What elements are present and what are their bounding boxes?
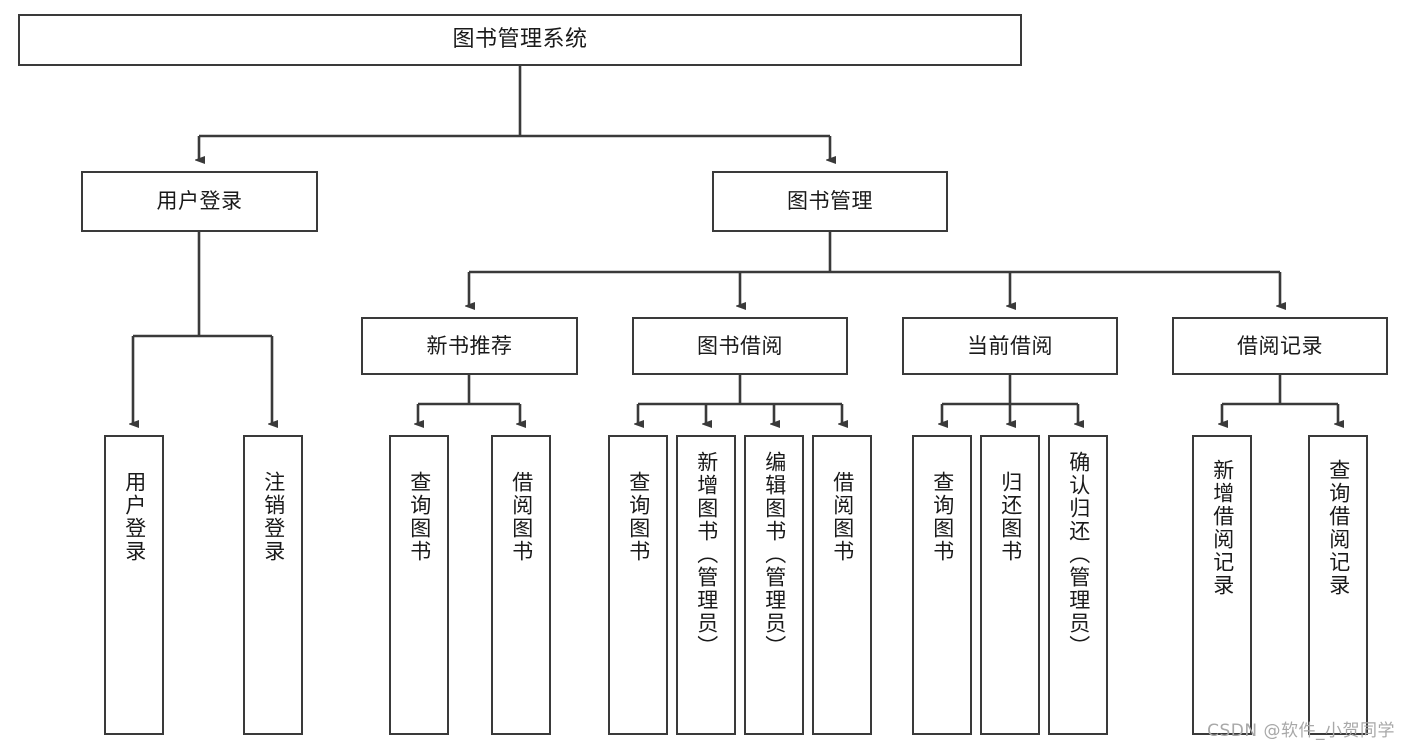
- node-leaf-query-borrow-record-label: 查询借阅记录: [1326, 459, 1351, 597]
- node-leaf-borrow-book-1[interactable]: 借阅图书: [491, 435, 551, 735]
- node-leaf-query-borrow-record[interactable]: 查询借阅记录: [1308, 435, 1368, 735]
- node-current-borrow-label: 当前借阅: [967, 333, 1053, 358]
- node-leaf-add-borrow-record-label: 新增借阅记录: [1210, 459, 1235, 597]
- node-user-login[interactable]: 用户登录: [81, 171, 318, 232]
- node-leaf-user-logout-label: 注销登录: [261, 471, 286, 563]
- node-leaf-borrow-book-2-label: 借阅图书: [830, 471, 855, 563]
- node-leaf-confirm-return[interactable]: 确认归还（管理员）: [1048, 435, 1108, 735]
- node-leaf-confirm-return-label: 确认归还（管理员）: [1066, 451, 1091, 658]
- node-leaf-query-book-2[interactable]: 查询图书: [608, 435, 668, 735]
- node-leaf-user-login[interactable]: 用户登录: [104, 435, 164, 735]
- node-book-borrow[interactable]: 图书借阅: [632, 317, 848, 375]
- node-book-management[interactable]: 图书管理: [712, 171, 948, 232]
- node-new-book-recommend-label: 新书推荐: [426, 333, 513, 358]
- node-leaf-borrow-book-2[interactable]: 借阅图书: [812, 435, 872, 735]
- node-current-borrow[interactable]: 当前借阅: [902, 317, 1118, 375]
- node-leaf-query-book-3-label: 查询图书: [930, 471, 955, 563]
- node-leaf-edit-book[interactable]: 编辑图书（管理员）: [744, 435, 804, 735]
- node-root-label: 图书管理系统: [452, 27, 588, 53]
- node-user-login-label: 用户登录: [156, 189, 243, 214]
- node-book-borrow-label: 图书借阅: [697, 333, 783, 358]
- node-leaf-user-login-label: 用户登录: [122, 471, 147, 563]
- node-leaf-edit-book-label: 编辑图书（管理员）: [762, 451, 787, 658]
- node-leaf-borrow-book-1-label: 借阅图书: [509, 471, 534, 563]
- node-new-book-recommend[interactable]: 新书推荐: [361, 317, 578, 375]
- node-leaf-user-logout[interactable]: 注销登录: [243, 435, 303, 735]
- node-leaf-return-book-label: 归还图书: [998, 471, 1023, 563]
- node-leaf-add-book-label: 新增图书（管理员）: [694, 451, 719, 658]
- node-leaf-return-book[interactable]: 归还图书: [980, 435, 1040, 735]
- node-leaf-query-book-1[interactable]: 查询图书: [389, 435, 449, 735]
- csdn-watermark: CSDN @软件_小贺同学: [1207, 721, 1395, 741]
- node-book-management-label: 图书管理: [787, 189, 873, 214]
- node-leaf-query-book-3[interactable]: 查询图书: [912, 435, 972, 735]
- node-leaf-add-borrow-record[interactable]: 新增借阅记录: [1192, 435, 1252, 735]
- node-borrow-record-label: 借阅记录: [1237, 333, 1323, 358]
- node-leaf-add-book[interactable]: 新增图书（管理员）: [676, 435, 736, 735]
- node-root-book-management-system[interactable]: 图书管理系统: [18, 14, 1022, 66]
- node-borrow-record[interactable]: 借阅记录: [1172, 317, 1388, 375]
- node-leaf-query-book-1-label: 查询图书: [407, 471, 432, 563]
- node-leaf-query-book-2-label: 查询图书: [626, 471, 651, 563]
